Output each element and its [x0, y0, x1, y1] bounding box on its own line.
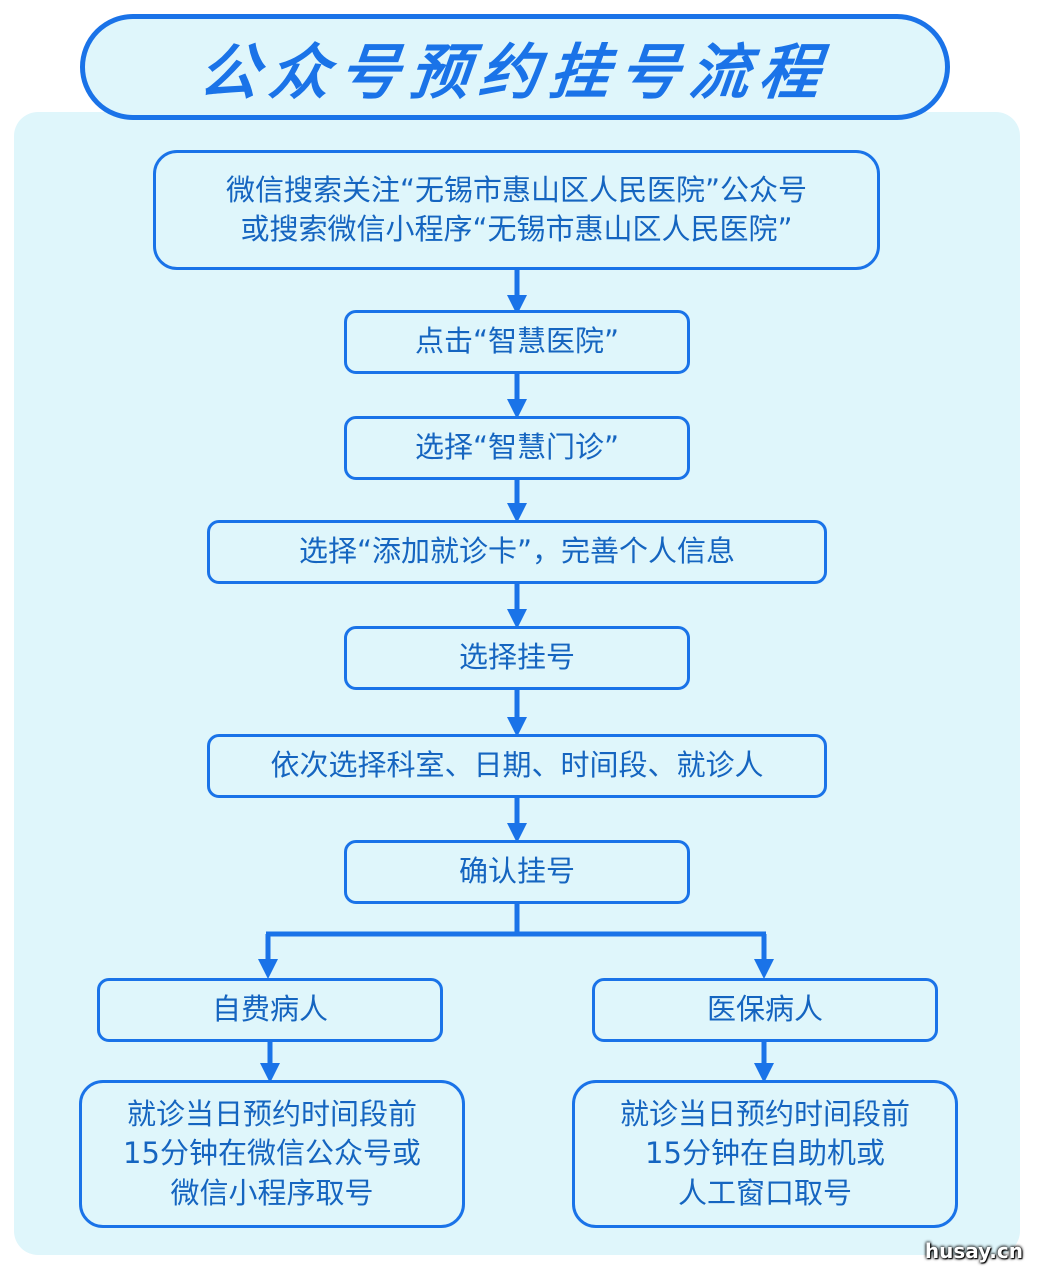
step7-label: 确认挂号 — [458, 854, 575, 889]
step2-label: 点击“智慧医院” — [414, 324, 620, 359]
self-pay-label: 自费病人 — [211, 992, 328, 1027]
watermark: husay.cn — [924, 1239, 1023, 1263]
insured-detail-line1: 就诊当日预约时间段前 — [619, 1097, 910, 1132]
step-select-registration: 选择挂号 — [344, 626, 690, 690]
insured-pickup-detail: 就诊当日预约时间段前 15分钟在自助机或 人工窗口取号 — [572, 1080, 958, 1228]
title-banner: 公众号预约挂号流程 — [80, 14, 950, 120]
self-pay-detail-line1: 就诊当日预约时间段前 — [126, 1097, 417, 1132]
step-follow-account: 微信搜索关注“无锡市惠山区人民医院”公众号 或搜索微信小程序“无锡市惠山区人民医… — [153, 150, 880, 270]
self-pay-pickup-detail: 就诊当日预约时间段前 15分钟在微信公众号或 微信小程序取号 — [79, 1080, 465, 1228]
self-pay-detail-line3: 微信小程序取号 — [170, 1175, 374, 1210]
step4-label: 选择“添加就诊卡”，完善个人信息 — [298, 534, 736, 569]
insured-label: 医保病人 — [706, 992, 823, 1027]
step6-label: 依次选择科室、日期、时间段、就诊人 — [270, 748, 764, 783]
step1-line2: 或搜索微信小程序“无锡市惠山区人民医院” — [240, 212, 793, 246]
step-add-card: 选择“添加就诊卡”，完善个人信息 — [207, 520, 827, 584]
branch-insured: 医保病人 — [592, 978, 938, 1042]
insured-detail-line3: 人工窗口取号 — [677, 1175, 852, 1210]
step-smart-hospital: 点击“智慧医院” — [344, 310, 690, 374]
step-select-details: 依次选择科室、日期、时间段、就诊人 — [207, 734, 827, 798]
step1-line1: 微信搜索关注“无锡市惠山区人民医院”公众号 — [225, 172, 808, 207]
step3-label: 选择“智慧门诊” — [414, 430, 620, 465]
step5-label: 选择挂号 — [458, 640, 575, 675]
step-confirm-registration: 确认挂号 — [344, 840, 690, 904]
self-pay-detail-line2: 15分钟在微信公众号或 — [123, 1136, 421, 1171]
step-smart-clinic: 选择“智慧门诊” — [344, 416, 690, 480]
branch-self-pay: 自费病人 — [97, 978, 443, 1042]
insured-detail-line2: 15分钟在自助机或 — [645, 1136, 885, 1171]
